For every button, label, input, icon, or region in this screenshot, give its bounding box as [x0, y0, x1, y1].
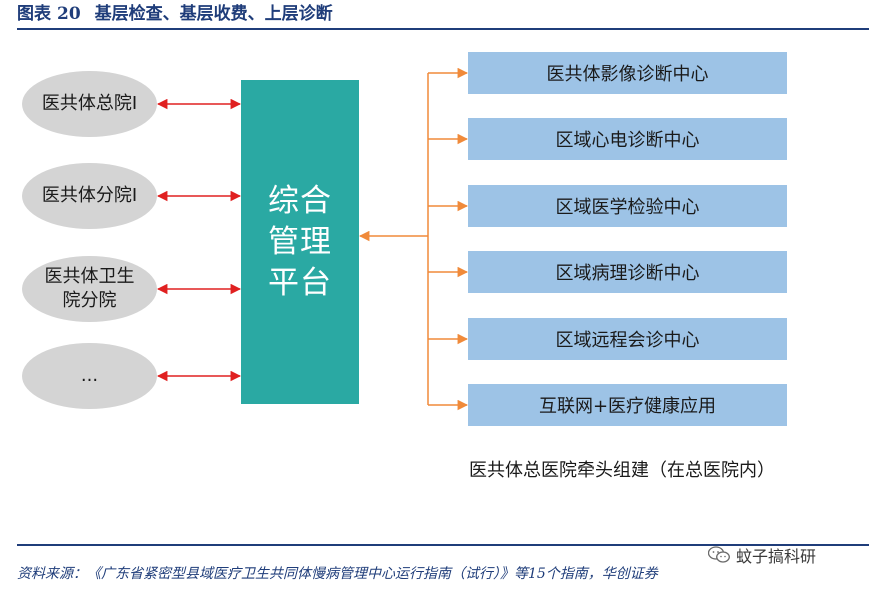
source-note: 资料来源：《广东省紧密型县域医疗卫生共同体慢病管理中心运行指南（试行）》等15个…	[17, 566, 658, 582]
center-lab: 区域医学检验中心	[468, 185, 787, 227]
watermark-text: 蚊子搞科研	[736, 547, 817, 566]
wechat-icon	[708, 546, 730, 563]
node-branch-hospital: 医共体分院I	[22, 163, 157, 229]
node-health-center-branch: 医共体卫生 院分院	[22, 256, 157, 322]
hub-platform: 综合 管理 平台	[241, 80, 359, 404]
node-general-hospital: 医共体总院I	[22, 71, 157, 137]
diagram-caption: 医共体总医院牵头组建（在总医院内）	[469, 460, 775, 481]
node-more: ...	[22, 343, 157, 409]
figure-number: 20	[57, 4, 81, 24]
title-divider	[17, 28, 869, 30]
center-pathology: 区域病理诊断中心	[468, 251, 787, 293]
center-imaging: 医共体影像诊断中心	[468, 52, 787, 94]
center-ecg: 区域心电诊断中心	[468, 118, 787, 160]
figure-title: 图表 20 基层检查、基层收费、上层诊断	[17, 2, 333, 26]
footer-divider	[17, 544, 869, 546]
watermark: 蚊子搞科研	[708, 540, 816, 570]
center-telemedicine: 区域远程会诊中心	[468, 318, 787, 360]
figure-label: 图表	[17, 4, 51, 24]
figure-title-text: 基层检查、基层收费、上层诊断	[94, 4, 333, 24]
center-internet-health: 互联网+医疗健康应用	[468, 384, 787, 426]
